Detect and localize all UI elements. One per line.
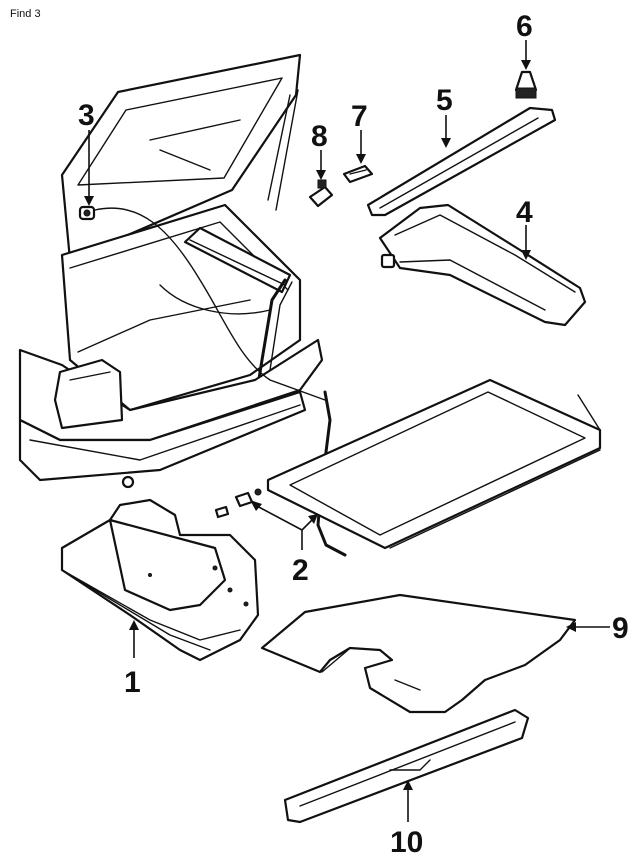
part-4-side-trim xyxy=(378,203,587,327)
car-rear-body xyxy=(18,53,324,489)
callout-1: 1 xyxy=(124,666,141,699)
callout-7: 7 xyxy=(351,100,368,133)
part-3-latch xyxy=(78,205,326,401)
callout-6: 6 xyxy=(516,10,533,43)
callout-2: 2 xyxy=(292,554,309,587)
callout-9: 9 xyxy=(612,612,629,645)
leader-10 xyxy=(403,780,413,822)
leader-6 xyxy=(521,40,531,70)
part-10-sill-plate xyxy=(283,708,530,824)
leader-7 xyxy=(356,130,366,164)
leader-9 xyxy=(566,622,610,632)
part-7-lamp xyxy=(342,164,374,184)
part-9-floor-mat xyxy=(260,593,577,714)
callout-4: 4 xyxy=(516,196,533,229)
part-8-socket xyxy=(308,179,334,208)
leader-3 xyxy=(84,130,94,206)
find-label: Find 3 xyxy=(10,8,41,20)
part-6-bulb xyxy=(514,70,538,99)
callout-5: 5 xyxy=(436,84,453,117)
leader-4 xyxy=(521,225,531,260)
parcel-shelf xyxy=(266,378,602,550)
callout-10: 10 xyxy=(390,826,423,859)
part-5-upper-trim xyxy=(366,106,557,217)
callout-3: 3 xyxy=(78,99,95,132)
leader-2 xyxy=(250,500,318,550)
leader-8 xyxy=(316,150,326,180)
leader-1 xyxy=(129,620,139,658)
callout-8: 8 xyxy=(311,120,328,153)
leader-5 xyxy=(441,115,451,148)
part-1-wheelhouse-trim xyxy=(60,498,260,662)
